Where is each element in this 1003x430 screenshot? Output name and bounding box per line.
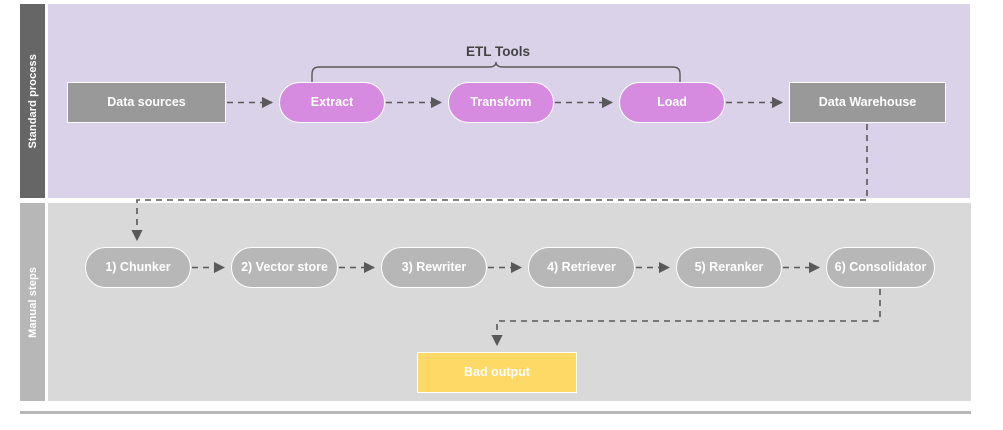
node-chunker-label: 1) Chunker bbox=[105, 260, 171, 275]
lane-header-standard-process-label: Standard process bbox=[26, 53, 39, 149]
node-data-sources[interactable]: Data sources bbox=[67, 82, 226, 123]
node-transform[interactable]: Transform bbox=[448, 82, 554, 123]
lane-header-standard-process: Standard process bbox=[20, 4, 45, 198]
node-vector-store[interactable]: 2) Vector store bbox=[231, 247, 338, 288]
node-chunker[interactable]: 1) Chunker bbox=[85, 247, 191, 288]
node-load-label: Load bbox=[657, 95, 687, 110]
etl-tools-curly-brace-icon bbox=[311, 62, 681, 86]
node-consolidator-label: 6) Consolidator bbox=[834, 260, 927, 275]
lane-header-manual-steps-label: Manual steps bbox=[26, 266, 39, 338]
node-reranker-label: 5) Reranker bbox=[694, 260, 764, 275]
node-retriever-label: 4) Retriever bbox=[547, 260, 616, 275]
node-vector-store-label: 2) Vector store bbox=[241, 260, 328, 275]
node-bad-output[interactable]: Bad output bbox=[417, 352, 577, 393]
node-extract[interactable]: Extract bbox=[279, 82, 385, 123]
node-extract-label: Extract bbox=[310, 95, 354, 110]
node-data-warehouse[interactable]: Data Warehouse bbox=[789, 82, 946, 123]
node-rewriter-label: 3) Rewriter bbox=[401, 260, 467, 275]
node-load[interactable]: Load bbox=[619, 82, 725, 123]
node-consolidator[interactable]: 6) Consolidator bbox=[826, 247, 935, 288]
node-data-warehouse-label: Data Warehouse bbox=[818, 95, 917, 110]
bottom-divider bbox=[20, 411, 971, 414]
etl-tools-group-label: ETL Tools bbox=[466, 44, 530, 59]
node-data-sources-label: Data sources bbox=[107, 95, 186, 110]
node-reranker[interactable]: 5) Reranker bbox=[676, 247, 782, 288]
node-rewriter[interactable]: 3) Rewriter bbox=[381, 247, 487, 288]
node-transform-label: Transform bbox=[470, 95, 532, 110]
node-retriever[interactable]: 4) Retriever bbox=[528, 247, 635, 288]
lane-header-manual-steps: Manual steps bbox=[20, 203, 45, 401]
node-bad-output-label: Bad output bbox=[464, 365, 530, 380]
